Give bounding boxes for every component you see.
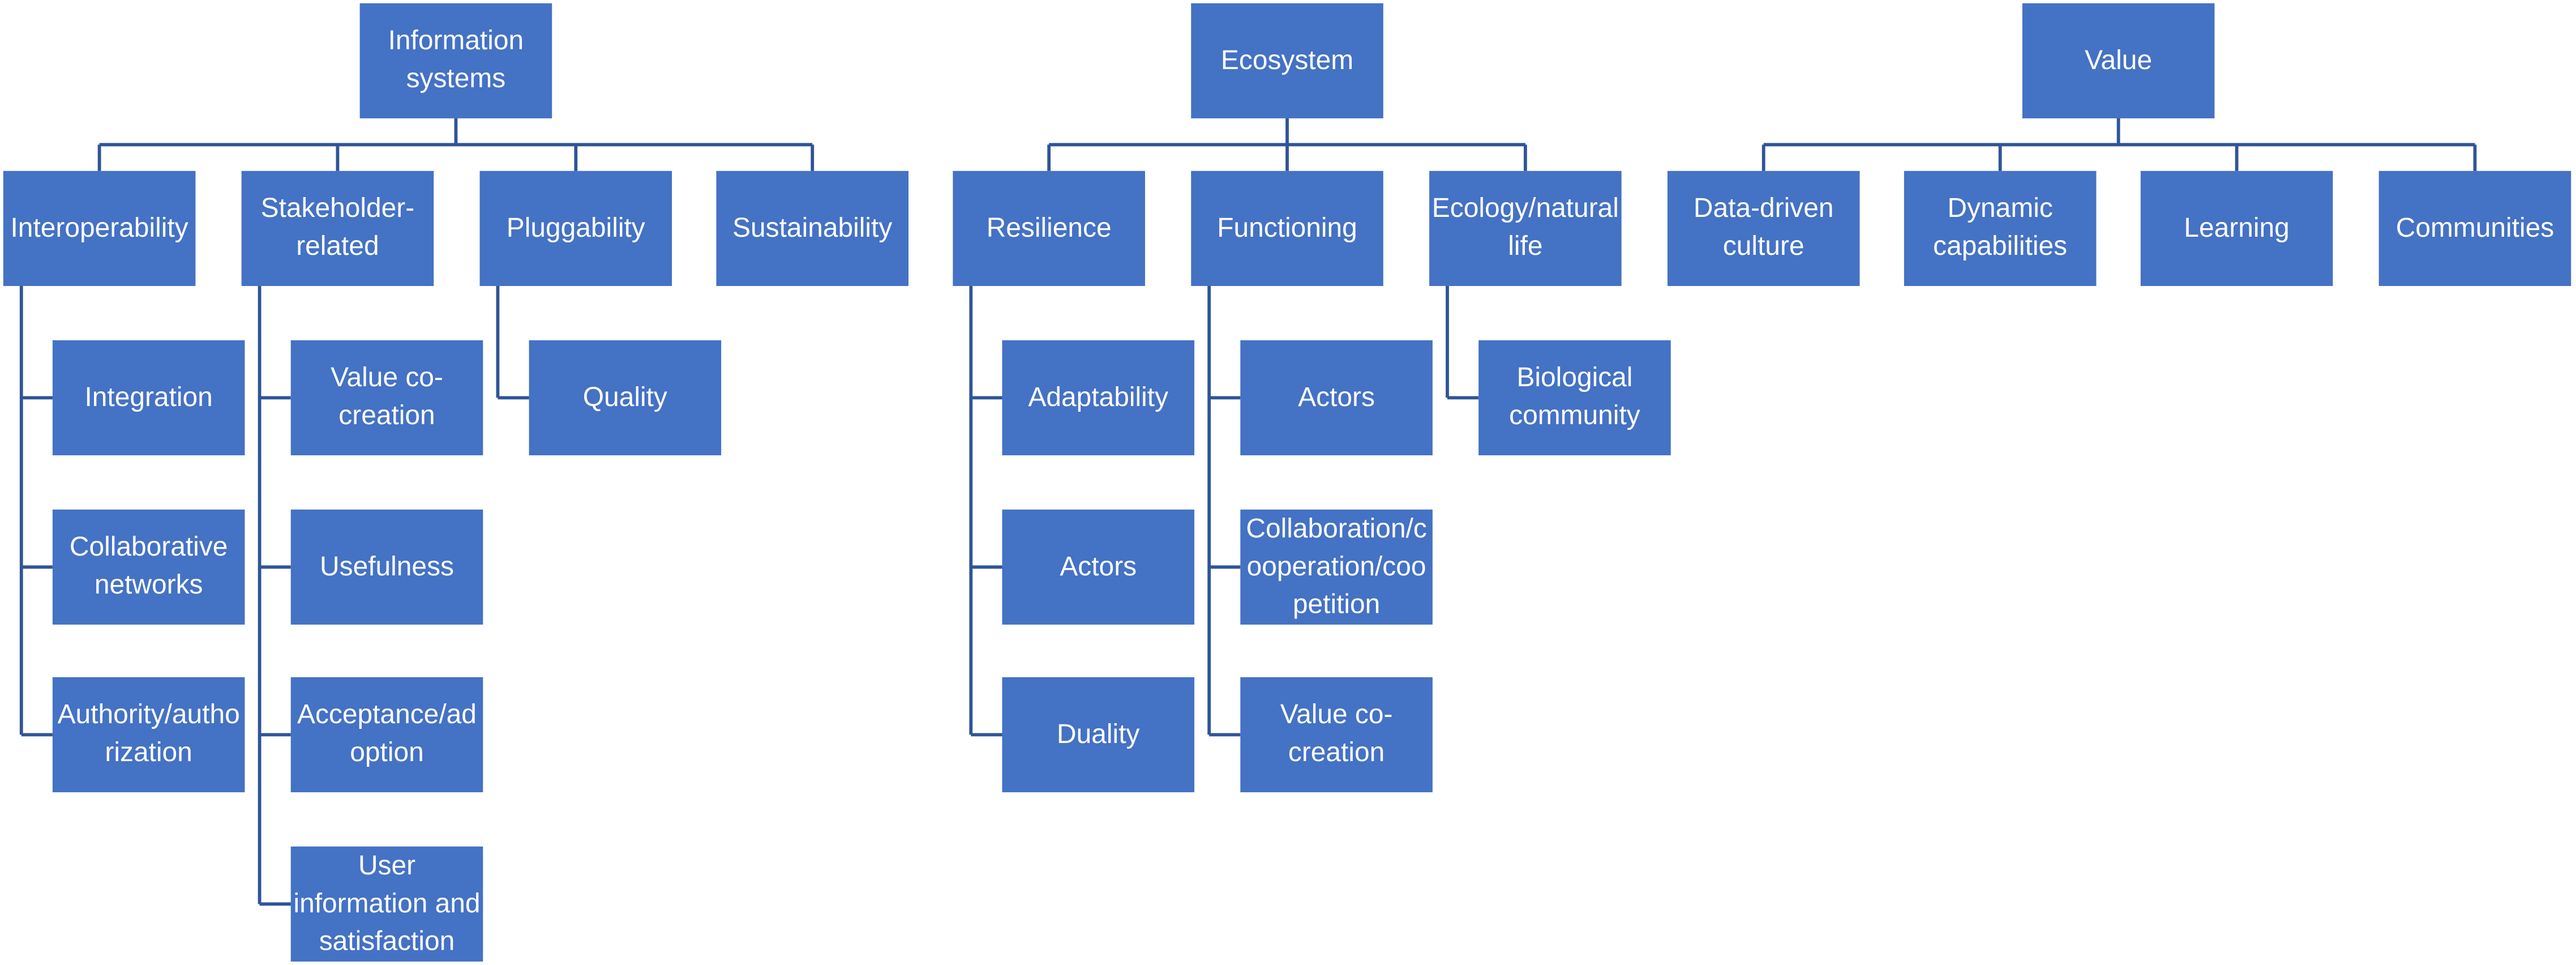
category-box-sustainability: Sustainability: [716, 170, 909, 287]
child-box-quality: Quality: [529, 340, 722, 455]
category-box-resilience: Resilience: [953, 170, 1145, 287]
child-box-collaboration-cooperation-coopetition: Collaboration/cooperation/coopetition: [1240, 509, 1433, 625]
category-box-learning: Learning: [2140, 170, 2333, 287]
root-box-ecosystem-label: Ecosystem: [1220, 45, 1354, 75]
child-box-authority-authorization: Authority/authorization: [52, 677, 245, 792]
child-box-user-information-and-satisfaction: User information and satisfaction: [290, 846, 483, 962]
root-box-ecosystem: Ecosystem: [1191, 3, 1383, 118]
category-box-ecology-natural-life: Ecology/natural life: [1429, 170, 1622, 287]
category-box-pluggability-label: Pluggability: [506, 212, 645, 243]
category-box-interoperability: Interoperability: [3, 170, 196, 287]
child-box-duality-label: Duality: [1057, 719, 1140, 749]
root-box-information-systems-label: Information systems: [388, 26, 524, 94]
child-box-quality-label: Quality: [582, 382, 667, 412]
category-box-learning-label: Learning: [2184, 212, 2290, 243]
child-box-acceptance-adoption: Acceptance/adoption: [290, 677, 483, 792]
category-box-dynamic-capabilities-label: Dynamic capabilities: [1933, 194, 2068, 262]
child-box-integration-label: Integration: [84, 382, 213, 412]
child-box-usefulness: Usefulness: [290, 509, 483, 625]
category-box-dynamic-capabilities: Dynamic capabilities: [1904, 170, 2097, 287]
category-box-interoperability-label: Interoperability: [10, 212, 188, 243]
category-box-communities: Communities: [2378, 170, 2571, 287]
category-box-resilience-label: Resilience: [986, 212, 1112, 243]
child-box-value-co-creation-label: Value co-creation: [1280, 700, 1393, 768]
child-box-collaboration-cooperation-coopetition-label: Collaboration/cooperation/coopetition: [1246, 514, 1427, 619]
category-box-stakeholder-related-label: Stakeholder-related: [260, 194, 415, 262]
child-box-adaptability: Adaptability: [1002, 340, 1195, 455]
child-box-actors-label: Actors: [1060, 551, 1137, 581]
child-box-acceptance-adoption-label: Acceptance/adoption: [297, 700, 477, 768]
child-box-adaptability-label: Adaptability: [1028, 382, 1169, 412]
child-box-value-co-creation-label: Value co-creation: [331, 363, 443, 431]
child-box-duality: Duality: [1002, 677, 1195, 792]
category-box-communities-label: Communities: [2395, 212, 2554, 243]
child-box-authority-authorization-label: Authority/authorization: [57, 700, 240, 768]
root-box-information-systems: Information systems: [359, 3, 552, 118]
child-box-actors: Actors: [1002, 509, 1195, 625]
root-box-value-label: Value: [2085, 45, 2153, 75]
child-box-actors: Actors: [1240, 340, 1433, 455]
category-box-data-driven-culture-label: Data-driven culture: [1693, 194, 1834, 262]
child-box-usefulness-label: Usefulness: [320, 551, 454, 581]
category-box-ecology-natural-life-label: Ecology/natural life: [1431, 194, 1619, 262]
child-box-value-co-creation: Value co-creation: [290, 340, 483, 455]
root-box-value: Value: [2022, 3, 2215, 118]
category-box-functioning-label: Functioning: [1217, 212, 1357, 243]
category-box-pluggability: Pluggability: [479, 170, 672, 287]
category-box-data-driven-culture: Data-driven culture: [1667, 170, 1860, 287]
child-box-biological-community-label: Biological community: [1509, 363, 1640, 431]
child-box-biological-community: Biological community: [1478, 340, 1671, 455]
child-box-user-information-and-satisfaction-label: User information and satisfaction: [293, 850, 481, 956]
child-box-integration: Integration: [52, 340, 245, 455]
category-box-stakeholder-related: Stakeholder-related: [241, 170, 434, 287]
category-box-functioning: Functioning: [1191, 170, 1383, 287]
child-box-collaborative-networks-label: Collaborative networks: [69, 532, 228, 600]
child-box-collaborative-networks: Collaborative networks: [52, 509, 245, 625]
child-box-actors-label: Actors: [1298, 382, 1375, 412]
child-box-value-co-creation: Value co-creation: [1240, 677, 1433, 792]
category-box-sustainability-label: Sustainability: [732, 212, 893, 243]
